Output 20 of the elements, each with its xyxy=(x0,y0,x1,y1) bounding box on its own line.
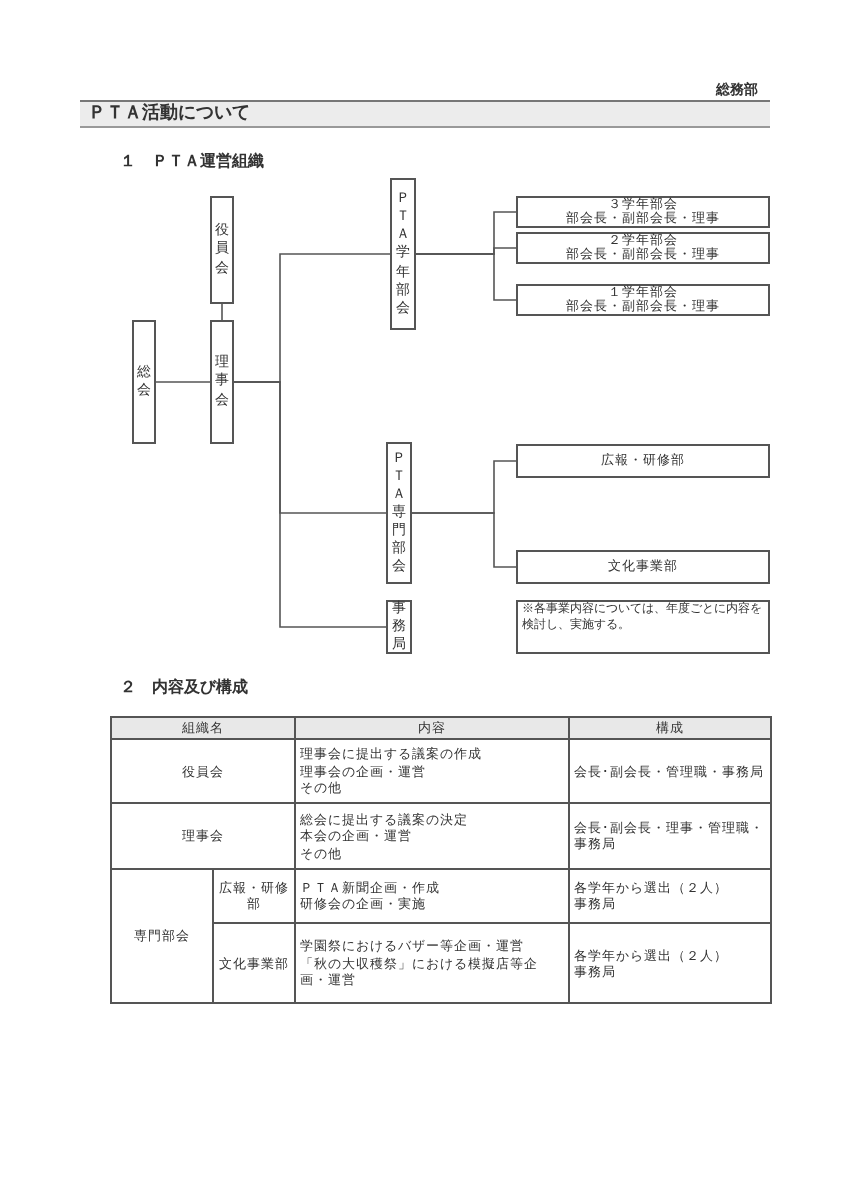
org-box xyxy=(132,320,156,444)
page-title: ＰＴＡ活動について xyxy=(80,100,770,128)
org-box xyxy=(386,600,412,654)
org-box xyxy=(516,232,770,264)
section-heading: １ ＰＴＡ運営組織 xyxy=(120,150,264,172)
section-heading: ２ 内容及び構成 xyxy=(120,676,248,698)
org-box xyxy=(210,196,234,304)
connector-line xyxy=(221,303,223,321)
connector-line xyxy=(233,381,387,628)
org-box xyxy=(210,320,234,444)
org-box xyxy=(516,550,770,584)
org-box xyxy=(516,444,770,478)
connector-line xyxy=(155,381,211,383)
org-box xyxy=(386,442,412,584)
note-box xyxy=(516,600,770,654)
org-box xyxy=(516,284,770,316)
org-box xyxy=(390,178,416,330)
connector-line xyxy=(411,512,517,568)
connector-line xyxy=(415,253,517,301)
org-box xyxy=(516,196,770,228)
